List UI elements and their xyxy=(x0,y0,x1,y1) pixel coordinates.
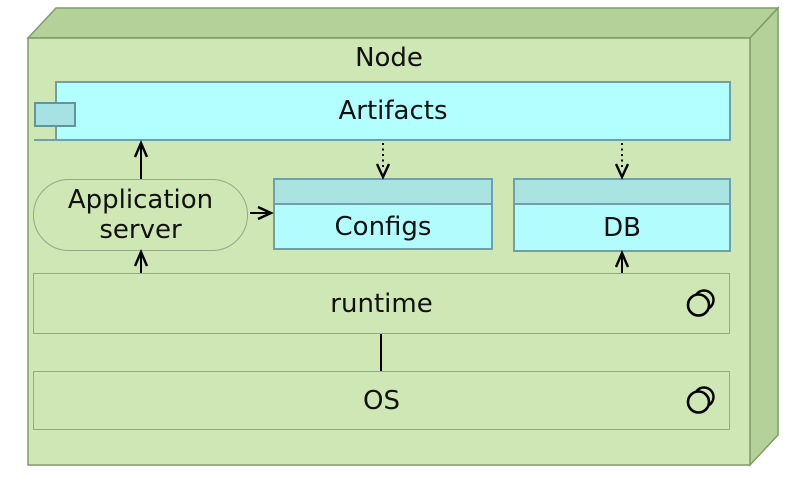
component-port-icon xyxy=(34,102,76,127)
runtime-label: runtime xyxy=(330,288,433,319)
instance-circles-icon xyxy=(686,385,715,414)
arrow-runtime-to-appserver xyxy=(133,248,149,273)
os-label: OS xyxy=(363,385,400,416)
os-environment: OS xyxy=(33,371,730,430)
application-server-node: Application server xyxy=(33,179,248,251)
artifacts-label: Artifacts xyxy=(338,96,448,126)
dotted-arrow-artifacts-to-configs xyxy=(375,143,391,180)
db-header-band xyxy=(515,180,729,205)
runtime-environment: runtime xyxy=(33,273,730,334)
db-label: DB xyxy=(603,212,641,243)
arrow-runtime-to-db xyxy=(614,249,630,273)
arrow-appserver-to-configs xyxy=(250,205,274,221)
configs-header-band xyxy=(275,180,491,205)
artifacts-component: Artifacts xyxy=(55,81,731,141)
instance-circles-icon xyxy=(686,288,715,317)
arrow-appserver-to-artifacts xyxy=(133,139,149,179)
node-title: Node xyxy=(355,43,423,73)
dotted-arrow-artifacts-to-db xyxy=(614,143,630,180)
configs-label: Configs xyxy=(334,211,432,242)
application-server-label: Application server xyxy=(67,185,214,245)
